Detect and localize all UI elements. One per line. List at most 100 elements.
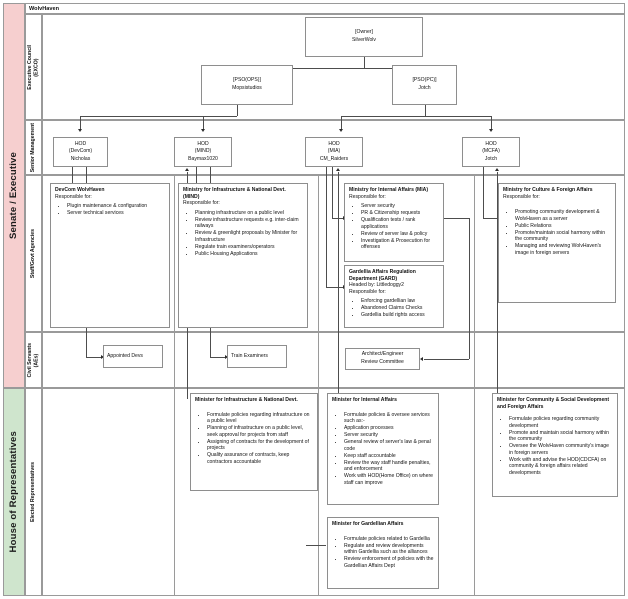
- node-hod-mcfa-line3: Jotch: [484, 155, 498, 162]
- connector-min-internal-up: [338, 172, 339, 399]
- list-item: Work with HOD(Home Office) on where staf…: [344, 473, 434, 486]
- node-mia-list: Server security PR & Citizenship request…: [349, 203, 439, 251]
- node-minister-gardellian-affairs[interactable]: Minister for Gardellian Affairs Formulat…: [327, 517, 439, 589]
- connector-mcfa-right: [483, 218, 498, 219]
- node-architect-line2: Review Committee: [361, 359, 404, 365]
- node-gard[interactable]: Gardellia Affairs Regulation Department …: [344, 265, 444, 328]
- node-min-internal-title: Minister for Internal Affairs: [332, 397, 397, 403]
- list-item: Plugin maintenance & configuration: [67, 203, 165, 210]
- node-ministry-mcfa[interactable]: Ministry for Culture & Foreign Affairs R…: [498, 183, 616, 303]
- node-hod-devcom[interactable]: HOD (DevCom) Nicholas: [53, 137, 108, 167]
- arrow-to-architect-committee: [420, 356, 423, 361]
- arrow-to-train-examiners: [225, 354, 228, 359]
- connector-min-community-up: [497, 172, 498, 399]
- node-pso-pc[interactable]: [PSO(PC)] Jotch: [392, 65, 457, 105]
- node-devcom-title: DevCom WolvHaven: [55, 187, 105, 193]
- list-item: Investigation & Prosecution for offenses: [361, 238, 439, 251]
- pool-house-of-representatives: House of Representatives: [3, 388, 25, 596]
- pool-senate-label: Senate / Executive: [7, 151, 19, 240]
- pool-senate-executive: Senate / Executive: [3, 3, 25, 388]
- node-hod-mcfa[interactable]: HOD (MCFA) Jotch: [462, 137, 520, 167]
- connector-to-hod-mcfa: [491, 116, 492, 130]
- list-item: Server security: [344, 432, 434, 439]
- list-item: Abandoned Claims Checks: [361, 305, 439, 312]
- node-minister-community-social-development[interactable]: Minister for Community & Social Developm…: [492, 393, 618, 497]
- list-item: Server security: [361, 203, 439, 210]
- node-train-examiners-label: Train Examiners: [231, 352, 268, 359]
- node-devcom-wolvhaven[interactable]: DevCom WolvHaven Responsible for: Plugin…: [50, 183, 170, 328]
- node-appointed-devs-label: Appointed Devs: [107, 352, 143, 359]
- connector-psoops-stem: [237, 105, 238, 116]
- node-hod-mia[interactable]: HOD (MIA) CM_Raiders: [305, 137, 363, 167]
- node-pso-ops-line2: Mopsistudios: [232, 85, 262, 91]
- node-architect-line1: Architect/Engineer: [361, 351, 404, 358]
- node-min-gardellian-title: Minister for Gardellian Affairs: [332, 521, 404, 527]
- arrow-min-infra-to-hod-mind: [184, 168, 189, 171]
- node-minister-internal-affairs[interactable]: Minister for Internal Affairs Formulate …: [327, 393, 439, 505]
- node-gard-list: Enforcing gardellian law Abandoned Claim…: [349, 298, 439, 319]
- diagram-title: WolvHaven: [29, 5, 60, 12]
- lane-elected-representatives: Elected Representatives: [25, 388, 42, 596]
- node-pso-ops[interactable]: [PSO(OPS)] Mopsistudios: [201, 65, 293, 105]
- node-hod-devcom-line2: (DevCom): [68, 148, 93, 155]
- node-owner-line2: SilverWolv: [352, 37, 376, 43]
- arrow-to-hod-mind: [200, 129, 205, 132]
- diagram-title-bar: WolvHaven: [25, 3, 625, 14]
- lane-body-exco: [42, 14, 625, 120]
- node-mcfa-subtitle: Responsible for:: [503, 193, 540, 200]
- node-ministry-mia[interactable]: Ministry for Internal Affairs (MIA) Resp…: [344, 183, 444, 262]
- node-gard-subtitle: Responsible for:: [349, 288, 386, 295]
- list-item: Formulate policies related to Gardellia: [344, 536, 434, 543]
- node-owner[interactable]: [Owner] SilverWolv: [305, 17, 423, 57]
- node-hod-mind-line3: Baymax1020: [188, 155, 218, 162]
- list-item: Review the way staff handle penalties, a…: [344, 460, 434, 473]
- connector-train-examiners-right: [210, 357, 226, 358]
- connector-psoops-bus: [80, 116, 237, 117]
- column-divider-1: [174, 175, 175, 596]
- connector-mia-down: [332, 167, 333, 218]
- list-item: Review & greenlight proposals by Ministe…: [195, 230, 303, 243]
- connector-to-hod-mia: [341, 116, 342, 130]
- node-gard-title: Gardellia Affairs Regulation Department …: [349, 269, 416, 282]
- node-hod-mind-line1: HOD: [197, 140, 209, 147]
- node-appointed-devs[interactable]: Appointed Devs: [103, 345, 163, 368]
- list-item: PR & Citizenship requests: [361, 210, 439, 217]
- list-item: Regulate and review developments within …: [344, 543, 434, 556]
- node-hod-mind-line2: (MIND): [194, 148, 212, 155]
- node-minister-infrastructure[interactable]: Minister for Infrastructure & National D…: [190, 393, 318, 491]
- node-mia-title: Ministry for Internal Affairs (MIA): [349, 187, 429, 193]
- list-item: Work with and advise the HOD(CDCFA) on c…: [509, 457, 613, 477]
- node-hod-mind[interactable]: HOD (MIND) Baymax1020: [174, 137, 232, 167]
- node-hod-devcom-line1: HOD: [74, 140, 87, 147]
- connector-arch-in: [424, 359, 469, 360]
- list-item: Review of server law & policy: [361, 231, 439, 238]
- list-item: Application processes: [344, 425, 434, 432]
- node-hod-mcfa-line1: HOD: [485, 140, 497, 147]
- node-train-examiners[interactable]: Train Examiners: [227, 345, 287, 368]
- node-architect-engineer-review-committee[interactable]: Architect/Engineer Review Committee: [345, 348, 420, 370]
- lane-senior-management-label: Senior Management: [30, 122, 37, 173]
- lane-elected-representatives-label: Elected Representatives: [30, 462, 37, 522]
- node-min-internal-list: Formulate policies & oversee services su…: [332, 412, 434, 487]
- list-item: Quality assurance of contracts, keep con…: [207, 452, 313, 465]
- connector-gard-right: [326, 287, 344, 288]
- lane-staff-govt-agencies: Staff/Govt Agencies: [25, 175, 42, 332]
- list-item: Keep staff accountable: [344, 453, 434, 460]
- node-min-infra-list: Formulate policies regarding infrastruct…: [195, 412, 313, 466]
- node-hod-mia-line2: (MIA): [327, 148, 341, 155]
- arrow-to-hod-devcom: [77, 129, 82, 132]
- list-item: Formulate policies regarding infrastruct…: [207, 412, 313, 425]
- node-pso-ops-line1: [PSO(OPS)]: [233, 77, 261, 84]
- connector-mcfa-down: [483, 167, 484, 218]
- lane-staff-govt-agencies-label: Staff/Govt Agencies: [30, 228, 37, 279]
- node-ministry-mind[interactable]: Ministry for Infrastructure & National D…: [178, 183, 308, 328]
- lane-body-staff: [42, 175, 625, 332]
- lane-civil-servants-label: Civil Servants (AEs): [27, 342, 40, 378]
- node-mind-title: Ministry for Infrastructure & National D…: [183, 187, 286, 200]
- list-item: Enforcing gardellian law: [361, 298, 439, 305]
- list-item: Assigning of contracts for the developme…: [207, 439, 313, 452]
- list-item: Gardellia build rights access: [361, 312, 439, 319]
- node-pso-pc-line2: Jotch: [418, 85, 431, 91]
- arrow-min-community-to-hod-mcfa: [494, 168, 499, 171]
